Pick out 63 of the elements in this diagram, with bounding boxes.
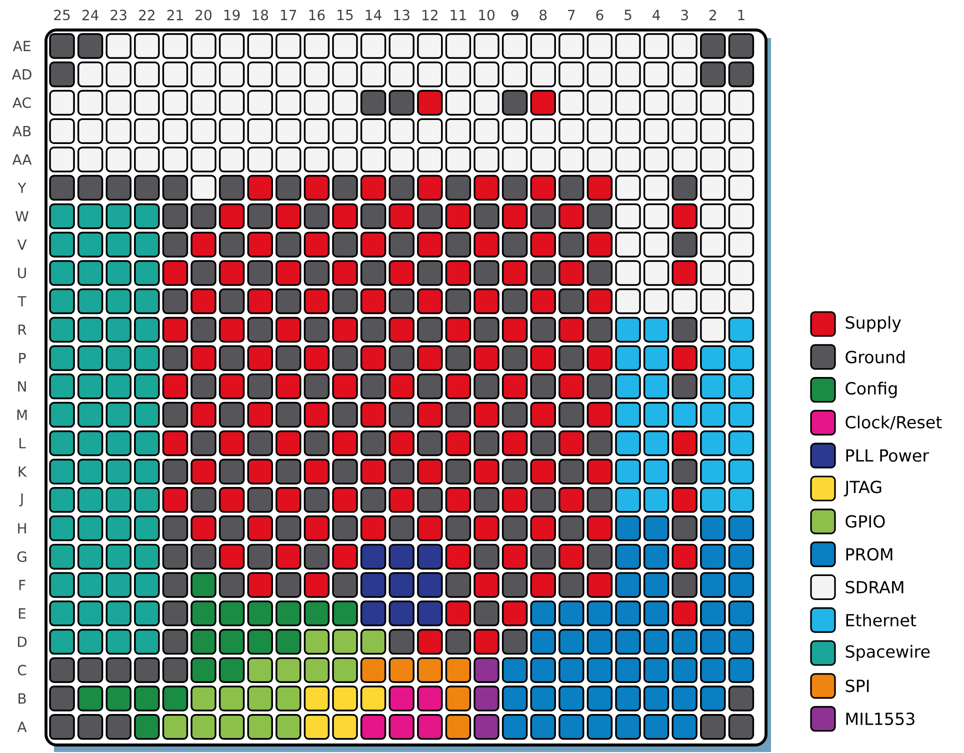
legend-label: Config — [846, 382, 897, 398]
legend-label: JTAG — [844, 480, 882, 496]
column-number: 8 — [540, 10, 547, 20]
column-number: 11 — [450, 10, 466, 20]
row-label: M — [17, 410, 27, 420]
row-label: J — [19, 493, 23, 506]
legend-label: Ethernet — [846, 614, 916, 627]
row-label: H — [18, 523, 26, 534]
legend-label: Ground — [846, 350, 905, 364]
column-number: 4 — [652, 10, 660, 20]
legend-label: MIL1553 — [846, 712, 914, 726]
row-label: Y — [18, 182, 26, 193]
row-label: AE — [12, 40, 30, 52]
row-label: R — [18, 324, 26, 335]
column-number: 21 — [167, 10, 183, 20]
column-number: 12 — [422, 10, 438, 20]
row-label: A — [17, 722, 27, 732]
column-number: 6 — [596, 10, 604, 20]
row-label: G — [17, 551, 26, 562]
column-number: 14 — [366, 10, 382, 20]
row-label: V — [17, 240, 27, 250]
column-number: 23 — [110, 10, 126, 20]
row-label: U — [18, 268, 26, 278]
column-number: 7 — [568, 10, 575, 20]
column-number: 9 — [511, 10, 518, 20]
row-label: AB — [12, 126, 31, 136]
legend-label: GPIO — [846, 515, 885, 528]
row-label: AA — [12, 154, 32, 165]
column-number: 10 — [479, 10, 494, 20]
legend-label: SDRAM — [846, 580, 904, 594]
row-label: AC — [12, 97, 31, 108]
row-label: N — [18, 381, 26, 392]
column-number: 22 — [139, 10, 154, 20]
column-number: 15 — [338, 10, 353, 20]
legend-label: PLL Power — [846, 449, 930, 462]
row-label: W — [16, 211, 28, 222]
row-label: P — [19, 353, 26, 364]
column-number: 1 — [738, 10, 744, 20]
row-label: F — [19, 580, 26, 590]
row-label: B — [18, 693, 26, 704]
row-label: T — [18, 296, 26, 306]
row-label: K — [18, 466, 27, 477]
legend-label: Supply — [846, 316, 902, 332]
row-label: D — [18, 636, 27, 647]
column-number: 18 — [252, 10, 268, 20]
column-number: 3 — [681, 10, 688, 20]
column-number: 13 — [394, 10, 410, 20]
row-label: C — [18, 664, 26, 676]
column-number: 16 — [309, 10, 325, 20]
column-number: 19 — [224, 10, 240, 20]
column-number: 17 — [281, 10, 296, 20]
row-label: L — [20, 438, 26, 448]
column-number: 24 — [82, 10, 98, 20]
row-label: E — [18, 608, 26, 618]
legend-label: PROM — [846, 548, 892, 561]
column-number: 20 — [196, 10, 212, 20]
legend-label: Clock/Reset — [846, 416, 942, 430]
column-number: 5 — [624, 10, 632, 20]
legend-label: SPI — [846, 680, 869, 692]
column-number: 2 — [709, 10, 716, 20]
row-label: AD — [12, 69, 32, 80]
column-number: 25 — [54, 10, 70, 20]
legend-label: Spacewire — [846, 644, 930, 662]
